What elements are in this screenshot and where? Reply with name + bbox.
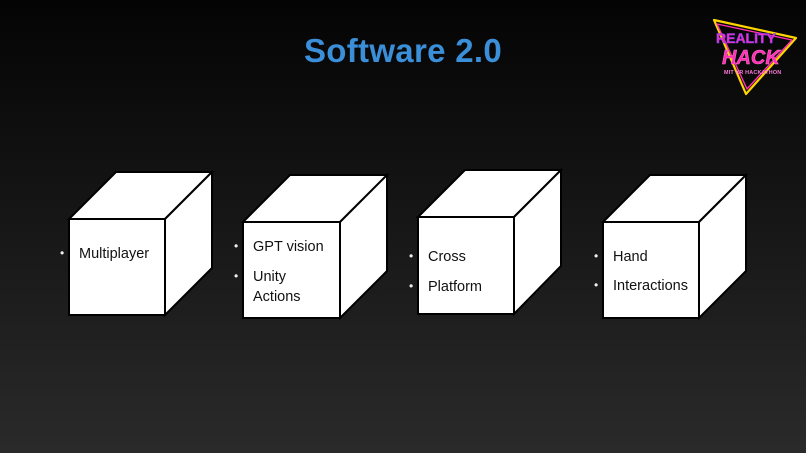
svg-text:MIT XR HACKATHON: MIT XR HACKATHON [724, 70, 781, 76]
svg-text:HACK: HACK [722, 47, 781, 69]
cube-2-item-2-continued: Actions [253, 289, 301, 305]
cube-2 [240, 172, 390, 321]
cube-3 [415, 167, 564, 317]
slide-title: Software 2.0 [303, 32, 502, 69]
cube-2-item-2: Unity [253, 269, 287, 285]
cube-1 [66, 169, 215, 318]
bullet-icon: • [594, 249, 599, 263]
bullet-icon: • [594, 278, 599, 292]
reality-hack-logo: REALITY HACK MIT XR HACKATHON [712, 18, 798, 96]
cube-1-item-1: Multiplayer [79, 246, 150, 262]
svg-text:REALITY: REALITY [716, 30, 777, 46]
bullet-icon: • [409, 279, 414, 293]
cube-3-item-2: Platform [428, 279, 482, 295]
cube-4-item-1: Hand [613, 249, 648, 265]
bullet-icon: • [234, 269, 239, 283]
cube-4-item-2: Interactions [613, 278, 688, 294]
cube-3-item-1: Cross [428, 249, 466, 265]
cube-2-item-1: GPT vision [253, 239, 324, 255]
bullet-icon: • [60, 246, 65, 260]
cube-4 [600, 172, 749, 321]
bullet-icon: • [234, 239, 239, 253]
bullet-icon: • [409, 249, 414, 263]
